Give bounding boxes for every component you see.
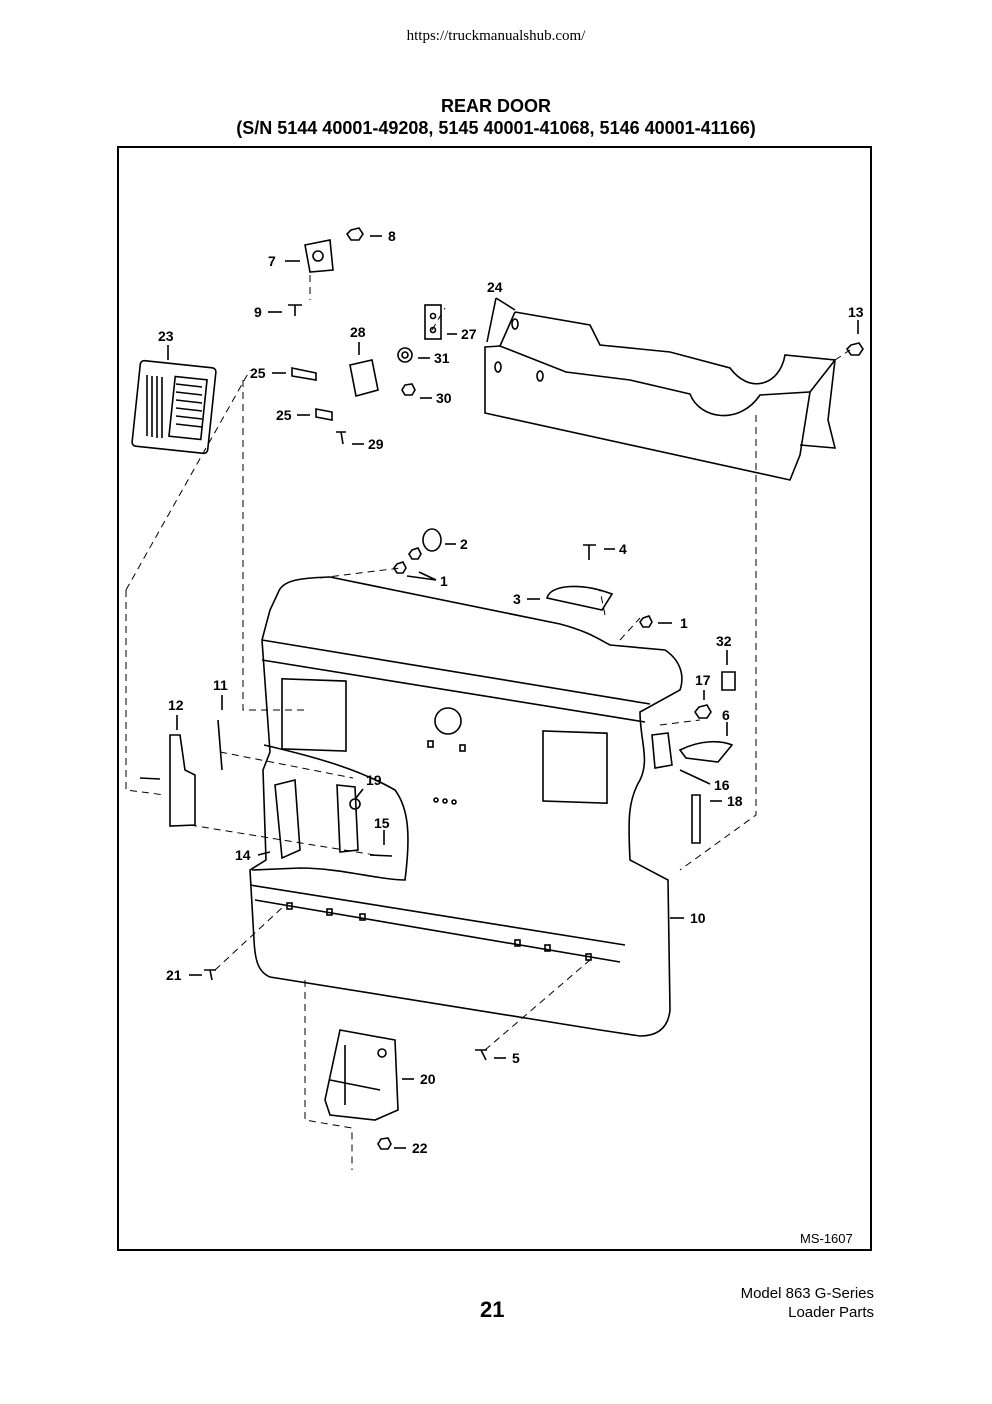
model-line-2: Loader Parts bbox=[788, 1304, 874, 1321]
callout-28: 28 bbox=[350, 324, 366, 340]
callout-23: 23 bbox=[158, 328, 174, 344]
callout-14: 14 bbox=[235, 847, 251, 863]
door-panel bbox=[249, 576, 683, 1037]
callout-19: 19 bbox=[366, 772, 382, 788]
model-info: Model 863 G-Series Loader Parts bbox=[741, 1284, 874, 1322]
callout-7: 7 bbox=[268, 253, 276, 269]
callout-1b: 1 bbox=[680, 615, 688, 631]
title-serials: (S/N 5144 40001-49208, 5145 40001-41068,… bbox=[236, 118, 756, 138]
callout-4: 4 bbox=[619, 541, 627, 557]
callout-16: 16 bbox=[714, 777, 730, 793]
callout-6: 6 bbox=[722, 707, 730, 723]
bracket-20 bbox=[324, 1029, 399, 1121]
callout-25a: 25 bbox=[250, 365, 266, 381]
source-url[interactable]: https://truckmanualshub.com/ bbox=[406, 28, 586, 44]
title-main: REAR DOOR bbox=[440, 96, 551, 116]
page-number: 21 bbox=[480, 1297, 505, 1322]
callout-15: 15 bbox=[374, 815, 390, 831]
diagram-frame bbox=[117, 146, 872, 1251]
callout-8: 8 bbox=[388, 228, 396, 244]
hinge-7 bbox=[304, 239, 334, 273]
callout-9: 9 bbox=[254, 304, 262, 320]
callout-13: 13 bbox=[848, 304, 864, 320]
callout-5: 5 bbox=[512, 1050, 520, 1066]
page-title: REAR DOOR (S/N 5144 40001-49208, 5145 40… bbox=[0, 95, 992, 139]
callout-29: 29 bbox=[368, 436, 384, 452]
figure-code: MS-1607 bbox=[800, 1231, 853, 1246]
callout-22: 22 bbox=[412, 1140, 428, 1156]
callout-18: 18 bbox=[727, 793, 743, 809]
model-line-1: Model 863 G-Series bbox=[740, 1285, 874, 1302]
callout-31: 31 bbox=[434, 350, 450, 366]
grille bbox=[131, 359, 217, 455]
rear-panel-front bbox=[484, 345, 811, 481]
callout-11: 11 bbox=[213, 677, 228, 693]
callout-30: 30 bbox=[436, 390, 452, 406]
callout-17: 17 bbox=[695, 672, 711, 688]
callout-1a: 1 bbox=[440, 573, 448, 589]
callout-2: 2 bbox=[460, 536, 468, 552]
callout-20: 20 bbox=[420, 1071, 436, 1087]
callout-3: 3 bbox=[513, 591, 521, 607]
callout-25b: 25 bbox=[276, 407, 292, 423]
callout-21: 21 bbox=[166, 967, 182, 983]
callout-10: 10 bbox=[690, 910, 706, 926]
callout-12: 12 bbox=[168, 697, 184, 713]
callout-32: 32 bbox=[716, 633, 732, 649]
callout-24: 24 bbox=[487, 279, 503, 295]
callout-27: 27 bbox=[461, 326, 477, 342]
